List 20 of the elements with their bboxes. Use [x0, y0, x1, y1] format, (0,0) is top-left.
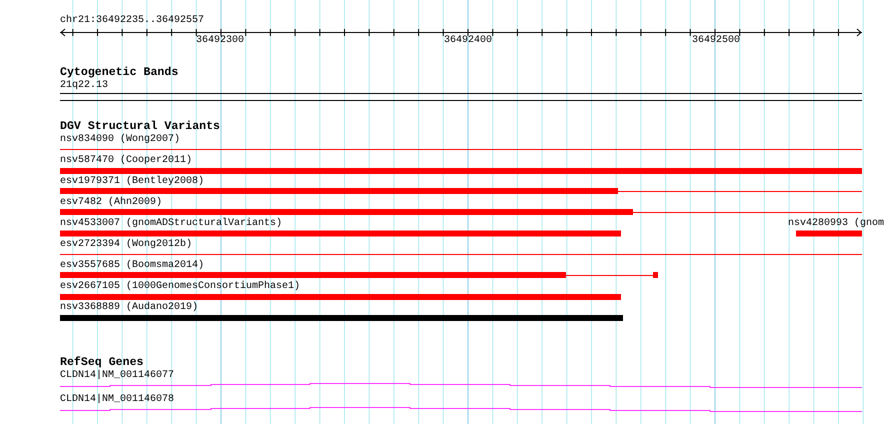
- variant-label: nsv3368889 (Audano2019): [60, 302, 198, 314]
- variant-label: esv2667105 (1000GenomesConsortiumPhase1): [60, 281, 300, 293]
- variant-label: nsv4280993 (gnom: [788, 218, 884, 230]
- variant-label: esv1979371 (Bentley2008): [60, 176, 204, 188]
- variant-label: nsv587470 (Cooper2011): [60, 155, 192, 167]
- coordinate-range: chr21:36492235..36492557: [60, 15, 204, 27]
- variant-label: nsv834090 (Wong2007): [60, 134, 180, 146]
- variant-label: esv2723394 (Wong2012b): [60, 239, 192, 251]
- gene-label: CLDN14|NM_001146077: [60, 370, 174, 382]
- band-label: 21q22.13: [60, 80, 108, 92]
- variant-label: esv3557685 (Boomsma2014): [60, 260, 204, 272]
- track-heading: DGV Structural Variants: [60, 121, 220, 133]
- variant-label: nsv4533007 (gnomADStructuralVariants): [60, 218, 282, 230]
- axis-tick-label: 36492500: [692, 35, 740, 47]
- gene-label: CLDN14|NM_001146078: [60, 394, 174, 406]
- track-heading: RefSeq Genes: [60, 357, 144, 369]
- axis-tick-label: 36492400: [444, 35, 492, 47]
- variant-label: esv7482 (Ahn2009): [60, 197, 162, 209]
- track-heading: Cytogenetic Bands: [60, 67, 178, 79]
- axis-tick-label: 36492300: [196, 35, 244, 47]
